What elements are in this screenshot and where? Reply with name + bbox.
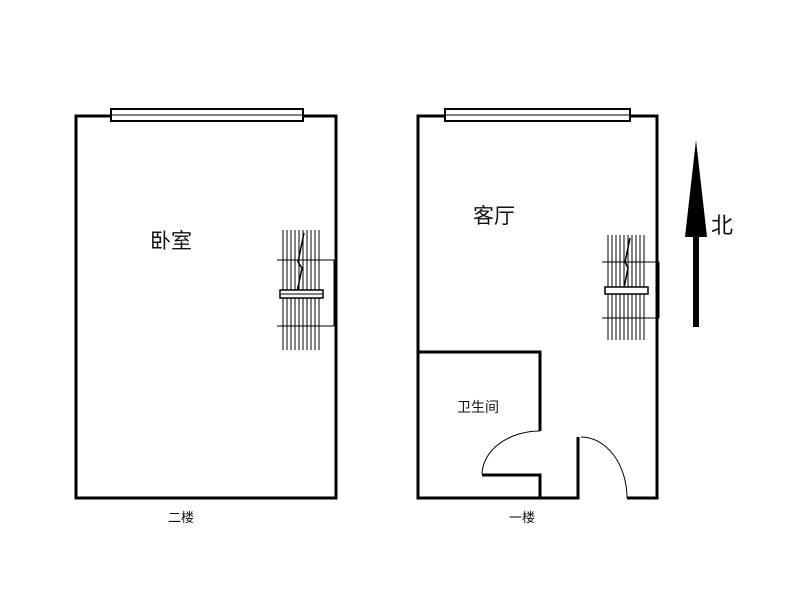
second-floor-walls [74, 114, 338, 500]
living-room-label: 客厅 [473, 204, 515, 228]
bedroom-label: 卧室 [150, 229, 192, 253]
first-floor-label: 一楼 [509, 511, 536, 526]
bathroom-door-swing [481, 430, 541, 475]
bathroom-walls [418, 350, 542, 431]
first-floor-walls [416, 114, 659, 500]
bathroom-label: 卫生间 [457, 400, 499, 416]
second-floor-label: 二楼 [168, 511, 195, 526]
entrance-door-swing [580, 436, 628, 499]
first-floor-stairs [602, 235, 660, 340]
second-floor-stairs [277, 230, 335, 350]
north-label: 北 [711, 214, 734, 239]
north-arrow-icon [685, 140, 707, 327]
